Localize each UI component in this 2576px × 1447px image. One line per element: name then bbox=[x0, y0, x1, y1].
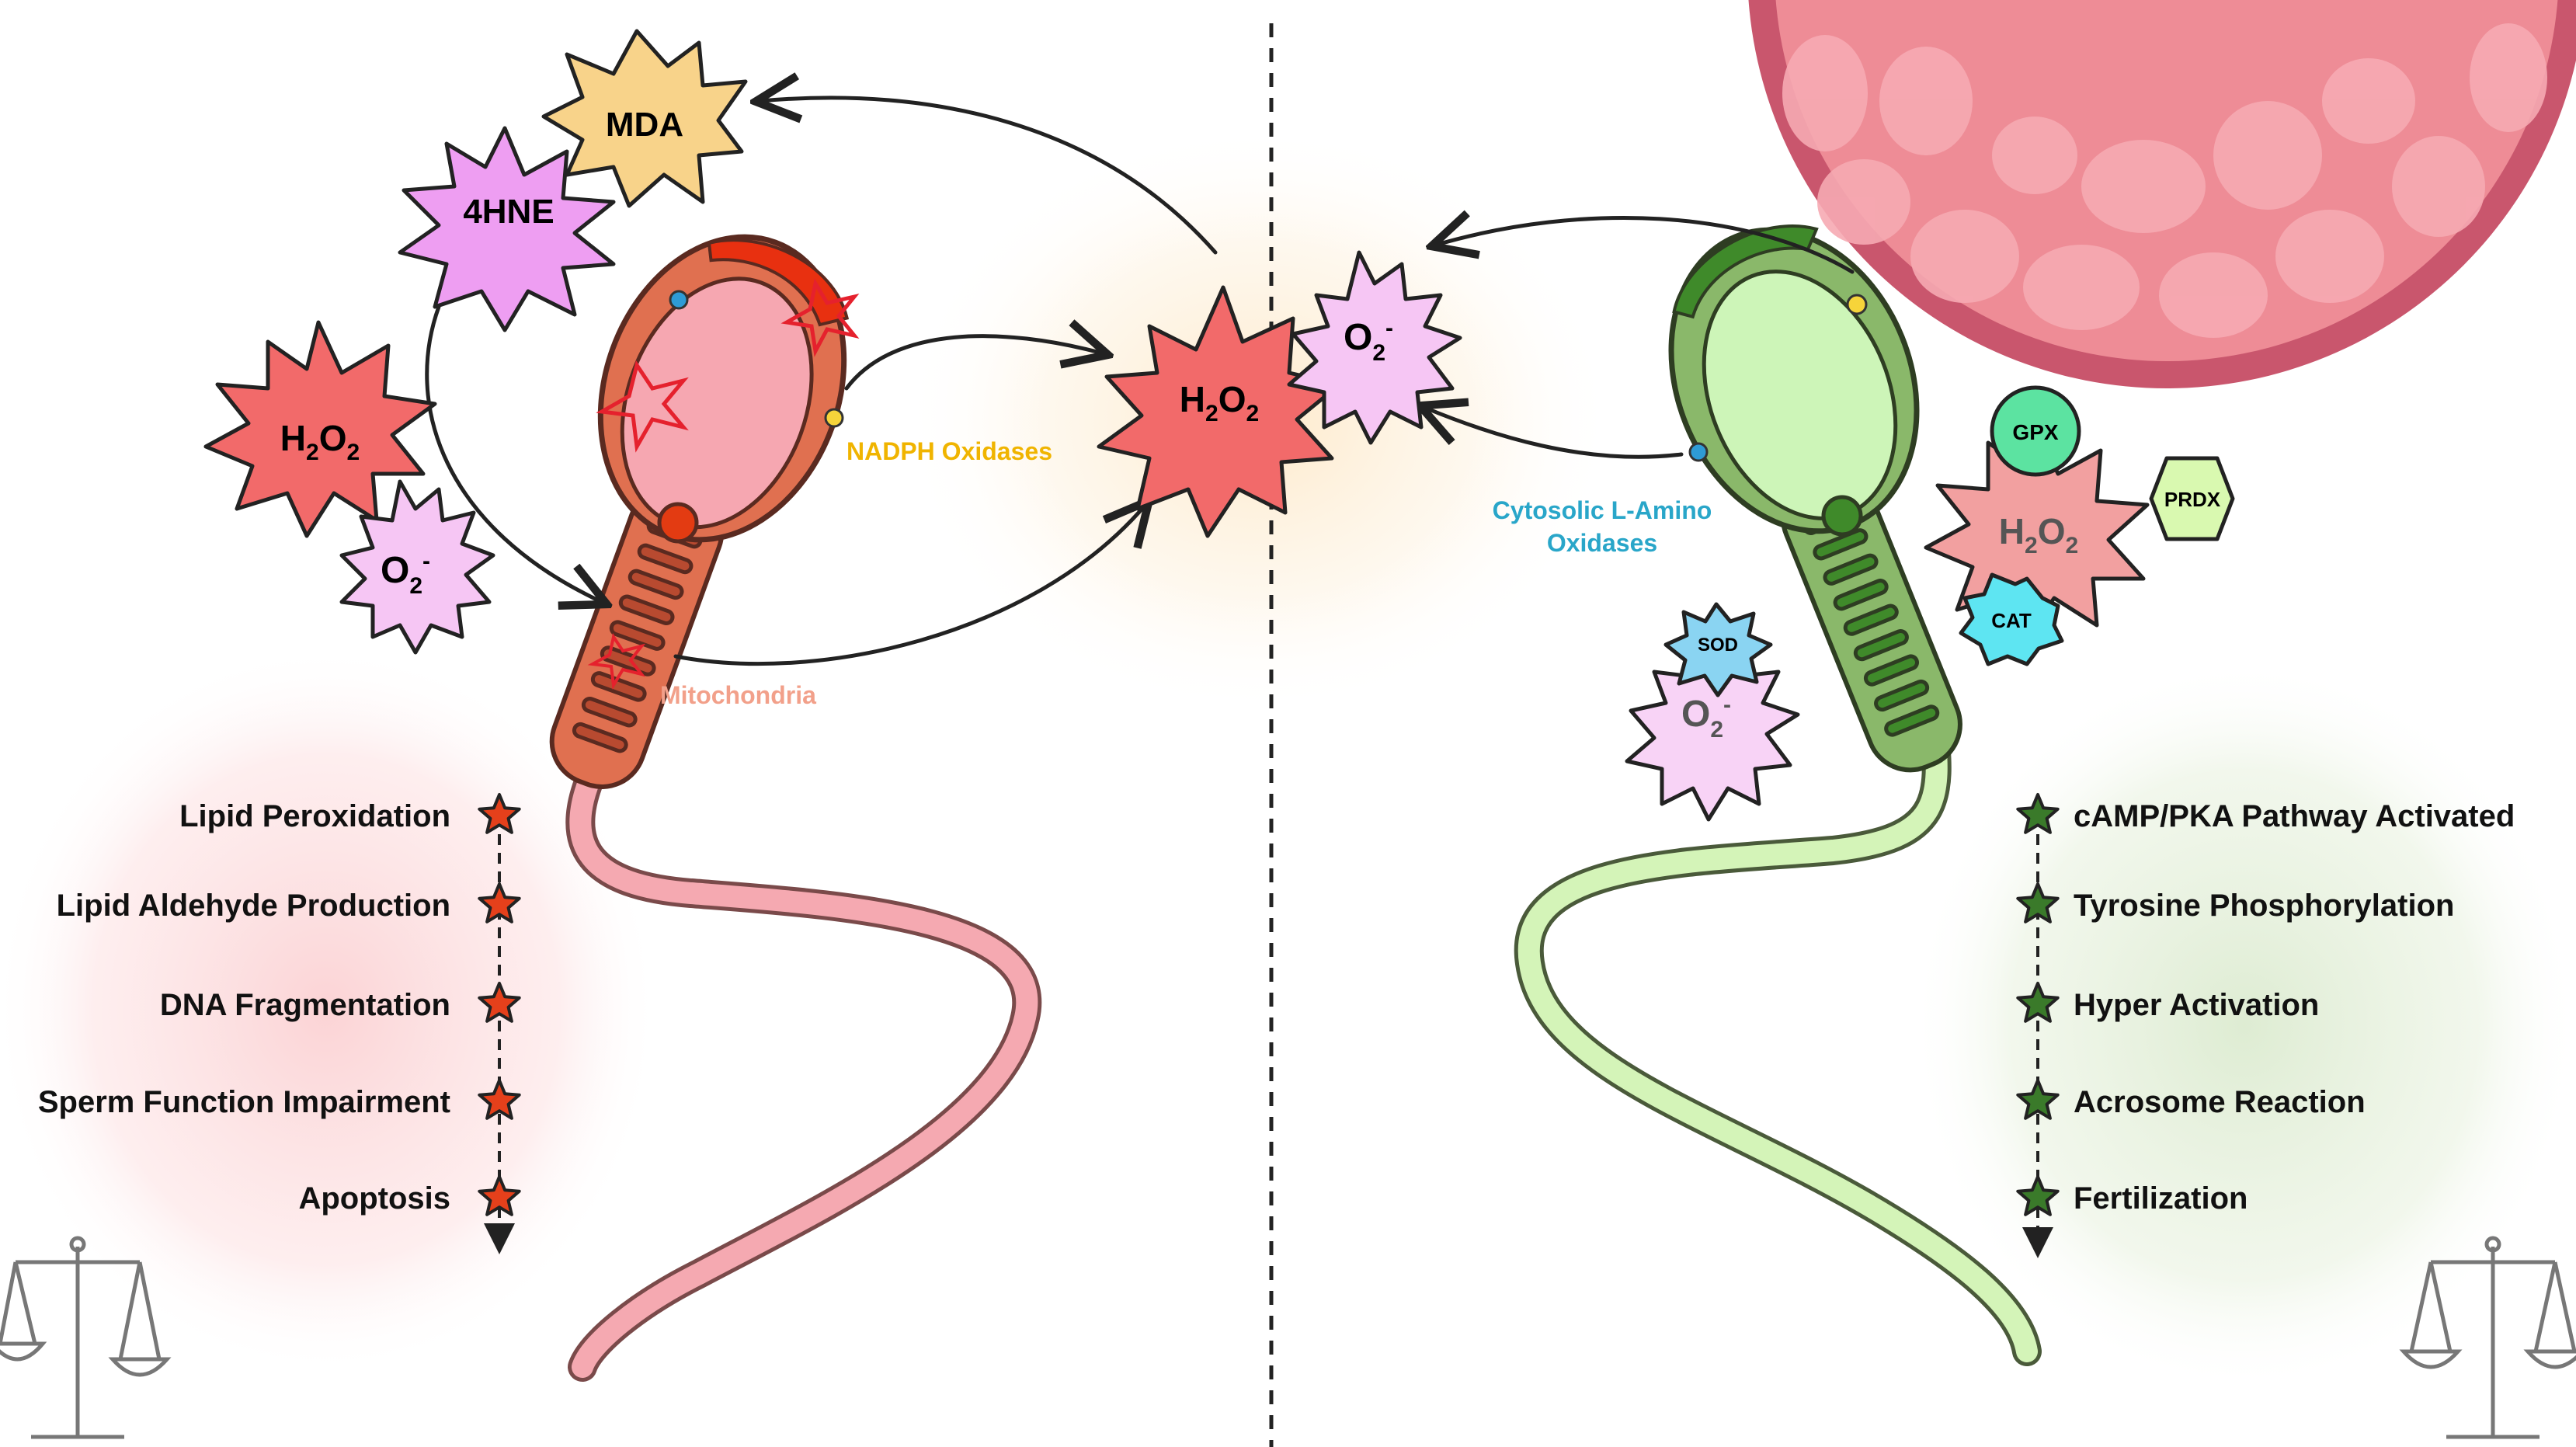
beneficial-effect-item: Acrosome Reaction bbox=[2074, 1085, 2366, 1119]
o2-left-label: O2- bbox=[381, 548, 430, 599]
star-icon bbox=[2016, 1079, 2060, 1120]
oocyte bbox=[1748, 0, 2576, 388]
hne-burst: 4HNE bbox=[398, 126, 616, 332]
balance-scale-icon bbox=[2399, 1236, 2576, 1439]
damaged-sperm bbox=[549, 234, 1042, 1382]
sod-enzyme: SOD bbox=[1663, 602, 1773, 697]
mda-burst: MDA bbox=[541, 29, 748, 208]
star-icon bbox=[2016, 1175, 2060, 1216]
damage-spark-icon bbox=[587, 632, 646, 690]
harmful-effect-item: Lipid Peroxidation bbox=[179, 799, 450, 833]
star-icon bbox=[478, 1079, 521, 1120]
damage-spark-icon bbox=[596, 360, 689, 453]
laao-label-line2: Oxidases bbox=[1547, 529, 1657, 557]
h2o2-left-burst: H2O2 bbox=[203, 320, 437, 538]
beneficial-glow bbox=[1910, 660, 2576, 1390]
membrane-marker bbox=[669, 290, 689, 310]
o2-left-burst: O2- bbox=[339, 479, 495, 655]
damage-spark-icon bbox=[780, 278, 860, 357]
beneficial-effect-item: cAMP/PKA Pathway Activated bbox=[2074, 799, 2515, 833]
star-icon bbox=[478, 793, 521, 834]
mda-label: MDA bbox=[606, 106, 683, 144]
beneficial-effect-item: Hyper Activation bbox=[2074, 988, 2319, 1022]
harmful-effect-item: DNA Fragmentation bbox=[160, 988, 450, 1022]
balance-scale-icon bbox=[0, 1236, 172, 1439]
star-icon bbox=[478, 982, 521, 1023]
healthy-sperm bbox=[1514, 224, 2042, 1366]
star-icon bbox=[478, 882, 521, 924]
h2o2-center-label: H2O2 bbox=[1180, 379, 1259, 426]
nadph-oxidases-label: NADPH Oxidases bbox=[846, 437, 1052, 465]
gpx-label: GPX bbox=[2012, 420, 2058, 444]
o2-center-burst: O2- bbox=[1287, 250, 1462, 445]
arrows bbox=[425, 98, 1855, 666]
laao-label-line1: Cytosolic L-Amino bbox=[1493, 496, 1712, 524]
membrane-marker bbox=[1846, 294, 1868, 315]
beneficial-effect-item: Fertilization bbox=[2074, 1181, 2247, 1216]
mitochondria-label: Mitochondria bbox=[660, 681, 816, 709]
beneficial-effect-item: Tyrosine Phosphorylation bbox=[2074, 889, 2454, 923]
h2o2-right-burst: H2O2 bbox=[1924, 421, 2150, 639]
star-icon bbox=[2016, 882, 2060, 924]
harmful-effect-item: Sperm Function Impairment bbox=[38, 1085, 450, 1119]
star-icon bbox=[2016, 982, 2060, 1023]
gpx-enzyme: GPX bbox=[1990, 385, 2081, 477]
prdx-label: PRDX bbox=[2164, 488, 2221, 511]
o2-right-label: O2- bbox=[1681, 692, 1731, 743]
laao-marker bbox=[1688, 442, 1709, 462]
star-icon bbox=[478, 1175, 521, 1216]
star-icon bbox=[2016, 793, 2060, 834]
harmful-effect-item: Apoptosis bbox=[298, 1181, 450, 1216]
cat-label: CAT bbox=[1991, 609, 2032, 632]
h2o2-left-label: H2O2 bbox=[280, 418, 360, 465]
hne-label: 4HNE bbox=[463, 193, 554, 231]
sod-label: SOD bbox=[1698, 635, 1738, 656]
harmful-effect-item: Lipid Aldehyde Production bbox=[57, 889, 450, 923]
cat-enzyme: CAT bbox=[1959, 572, 2064, 666]
prdx-enzyme: PRDX bbox=[2149, 456, 2235, 541]
o2-center-label: O2- bbox=[1344, 315, 1393, 366]
nadph-oxidase-marker bbox=[824, 408, 844, 428]
h2o2-right-label: H2O2 bbox=[1999, 511, 2078, 558]
